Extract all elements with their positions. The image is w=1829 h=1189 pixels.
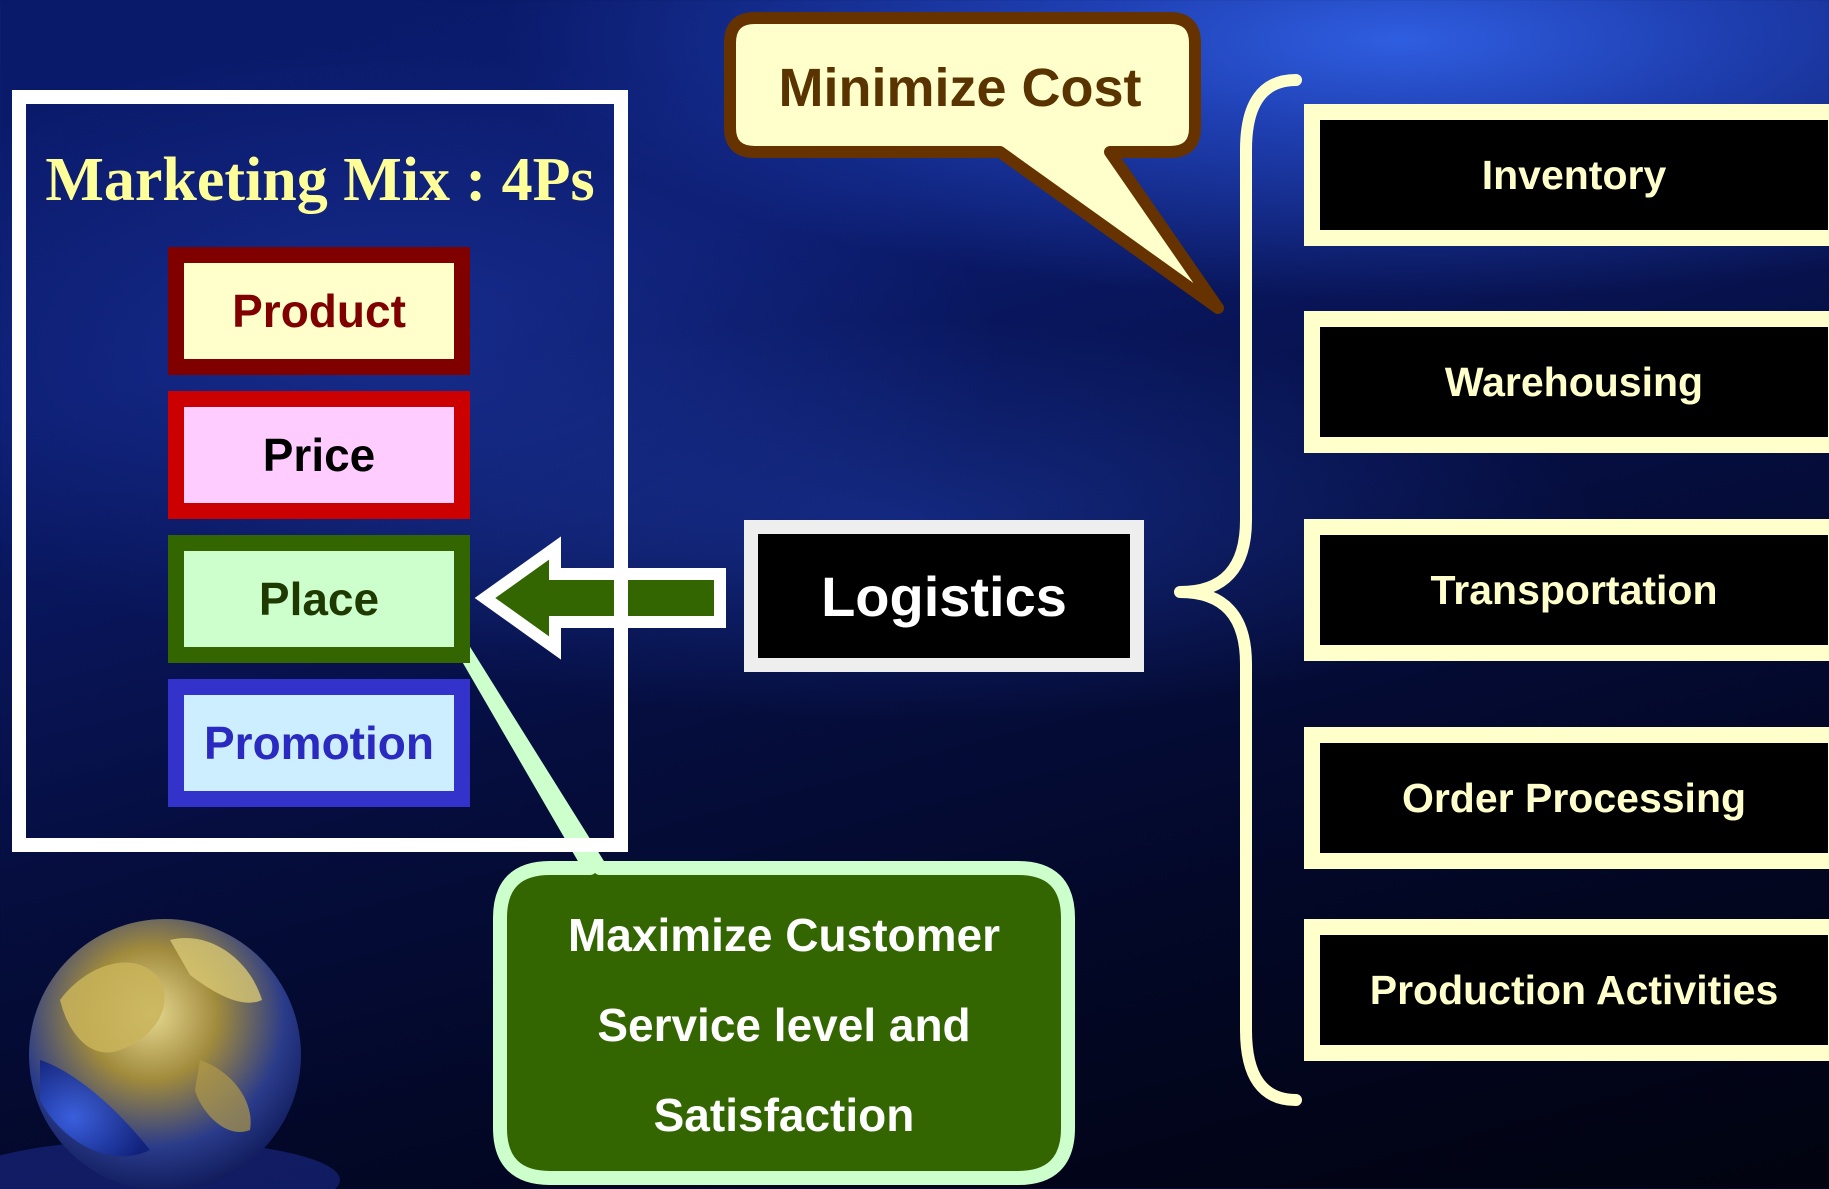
price-label: Price <box>262 429 376 481</box>
marketing-mix-panel <box>12 90 628 852</box>
service-line-1: Maximize Customer <box>567 909 1000 961</box>
service-callout-shape <box>453 637 1075 1185</box>
place-label: Place <box>258 573 380 625</box>
promotion-box: Promotion <box>168 679 470 807</box>
marketing-mix-title: Marketing Mix : 4Ps <box>45 146 595 214</box>
warehousing-label: Warehousing <box>1444 358 1704 405</box>
warehousing-box: Warehousing <box>1304 311 1829 453</box>
globe-icon <box>0 919 340 1189</box>
promotion-label: Promotion <box>204 717 434 769</box>
transportation-box: Transportation <box>1304 519 1829 661</box>
cost-callout-shape <box>724 12 1224 314</box>
production-activities-box: Production Activities <box>1304 919 1829 1061</box>
place-box: Place <box>168 535 470 663</box>
logistics-label: Logistics <box>821 564 1067 628</box>
inventory-box: Inventory <box>1304 104 1829 246</box>
product-label: Product <box>232 285 406 337</box>
order-processing-box: Order Processing <box>1304 727 1829 869</box>
service-line-3: Satisfaction <box>653 1089 915 1141</box>
left-arrow-icon <box>474 536 726 660</box>
price-box: Price <box>168 391 470 519</box>
curly-brace-icon <box>1174 74 1302 1106</box>
logistics-box: Logistics <box>744 520 1144 672</box>
transportation-label: Transportation <box>1430 566 1718 613</box>
product-box: Product <box>168 247 470 375</box>
production-activities-label: Production Activities <box>1369 966 1779 1013</box>
service-line-2: Service level and <box>597 999 971 1051</box>
order-processing-label: Order Processing <box>1401 774 1747 821</box>
inventory-label: Inventory <box>1481 151 1667 198</box>
maximize-service-text: Maximize Customer Service level and Sati… <box>500 890 1068 1180</box>
minimize-cost-text: Minimize Cost <box>778 58 1142 118</box>
